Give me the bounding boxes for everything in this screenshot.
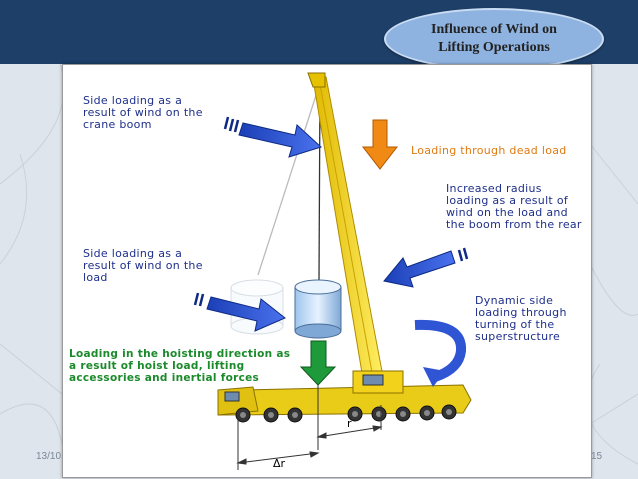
wind-arrow-boom bbox=[223, 116, 322, 158]
label-dead-load: Loading through dead load bbox=[411, 144, 567, 157]
footer-date: 13/10 bbox=[36, 451, 62, 462]
label-hoisting-direction: Loading in the hoisting direction as a r… bbox=[69, 348, 291, 384]
radius-dimension bbox=[236, 365, 383, 470]
hoisted-load bbox=[294, 279, 342, 339]
page-number: 15 bbox=[591, 451, 603, 462]
label-increased-radius: Increased radius loading as a result of … bbox=[446, 182, 582, 231]
ghost-hoist-rope bbox=[257, 82, 321, 276]
wind-arrow-rear bbox=[383, 247, 469, 288]
slide-title: Influence of Wind on Lifting Operations bbox=[431, 22, 557, 55]
label-side-loading-boom: Side loading as a result of wind on the … bbox=[83, 94, 203, 131]
label-side-loading-load: Side loading as a result of wind on the … bbox=[83, 247, 203, 284]
hoisting-direction-arrow bbox=[299, 340, 337, 386]
crane-diagram-panel: r Δr Side loading as a r bbox=[62, 64, 592, 478]
crane-diagram: r Δr bbox=[193, 72, 472, 470]
label-dynamic-side: Dynamic side loading through turning of … bbox=[475, 294, 567, 343]
radius-r-label: r bbox=[347, 417, 352, 430]
rotation-arrow bbox=[414, 319, 467, 387]
wind-arrow-load bbox=[193, 292, 286, 332]
slide-title-badge: Influence of Wind on Lifting Operations bbox=[384, 8, 604, 70]
dead-load-arrow bbox=[361, 119, 399, 170]
delta-r-label: Δr bbox=[273, 457, 286, 470]
crane-carrier bbox=[217, 370, 472, 423]
